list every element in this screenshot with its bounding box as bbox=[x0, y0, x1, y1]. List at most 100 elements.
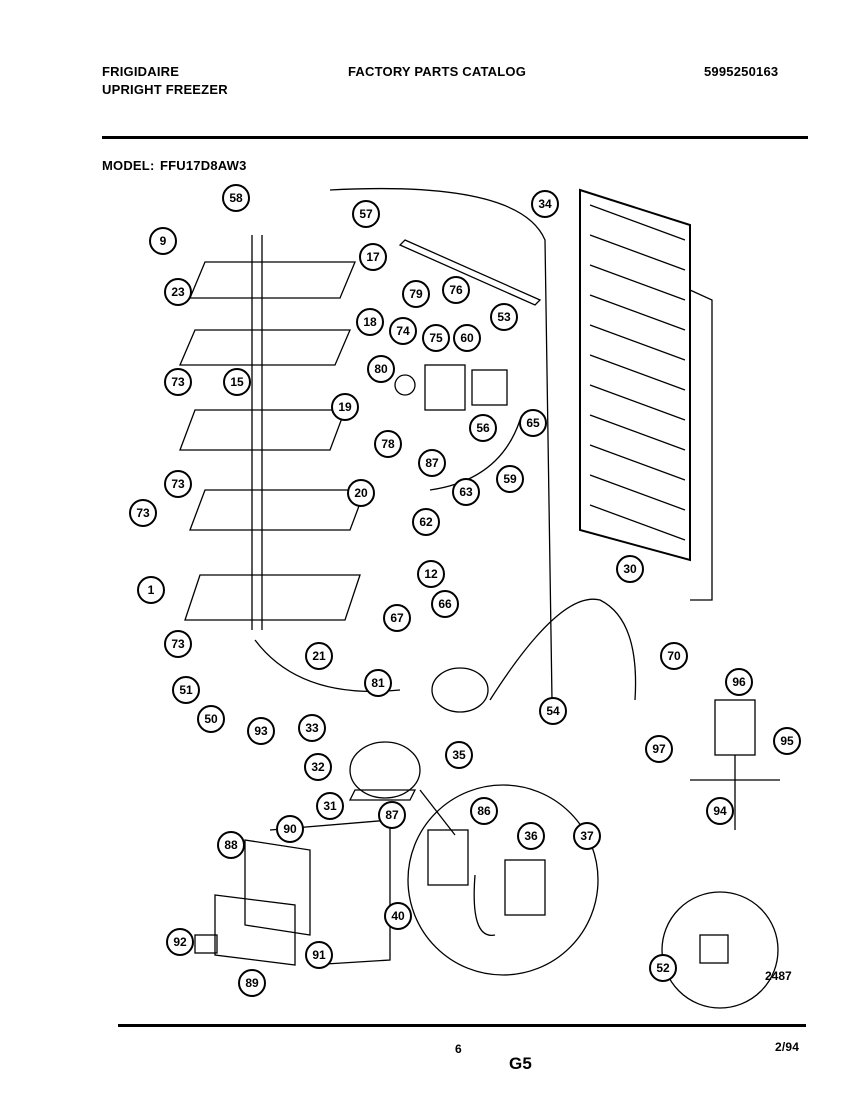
callout-label: 57 bbox=[359, 207, 373, 221]
callout-label: 30 bbox=[623, 562, 637, 576]
callout-circle bbox=[706, 797, 734, 825]
callout-circle bbox=[418, 449, 446, 477]
callout-17: 17 bbox=[359, 243, 387, 271]
callout-label: 23 bbox=[171, 285, 185, 299]
callout-label: 19 bbox=[338, 400, 352, 414]
callout-23: 23 bbox=[164, 278, 192, 306]
callout-label: 93 bbox=[254, 724, 268, 738]
callout-58: 58 bbox=[222, 184, 250, 212]
callout-circle bbox=[197, 705, 225, 733]
callout-circle bbox=[383, 604, 411, 632]
callout-circle bbox=[417, 560, 445, 588]
callout-32: 32 bbox=[304, 753, 332, 781]
section-code: G5 bbox=[509, 1054, 533, 1073]
callout-label: 53 bbox=[497, 310, 511, 324]
callout-circle bbox=[445, 741, 473, 769]
callout-97: 97 bbox=[645, 735, 673, 763]
callout-52: 52 bbox=[649, 954, 677, 982]
callout-74: 74 bbox=[389, 317, 417, 345]
callout-label: 79 bbox=[409, 287, 423, 301]
callout-circle bbox=[374, 430, 402, 458]
callout-label: 86 bbox=[477, 804, 491, 818]
diagram-lines bbox=[179, 187, 780, 1009]
callout-label: 81 bbox=[371, 676, 385, 690]
callout-19: 19 bbox=[331, 393, 359, 421]
callout-73: 73 bbox=[164, 470, 192, 498]
callout-circle bbox=[442, 276, 470, 304]
callout-circle bbox=[402, 280, 430, 308]
callout-label: 66 bbox=[438, 597, 452, 611]
brand: FRIGIDAIRE bbox=[102, 64, 180, 79]
callout-circle bbox=[645, 735, 673, 763]
drawing-number: 2487 bbox=[765, 969, 792, 983]
model-label: MODEL: bbox=[102, 158, 155, 173]
callout-circle bbox=[298, 714, 326, 742]
callout-87: 87 bbox=[418, 449, 446, 477]
callout-1: 1 bbox=[137, 576, 165, 604]
callout-circle bbox=[331, 393, 359, 421]
callout-label: 65 bbox=[526, 416, 540, 430]
callout-circle bbox=[356, 308, 384, 336]
callout-label: 73 bbox=[171, 637, 185, 651]
callout-circle bbox=[539, 697, 567, 725]
callout-circle bbox=[531, 190, 559, 218]
callout-circle bbox=[389, 317, 417, 345]
callout-circle bbox=[490, 303, 518, 331]
callout-50: 50 bbox=[197, 705, 225, 733]
callout-circle bbox=[172, 676, 200, 704]
callout-circle bbox=[422, 324, 450, 352]
revision-date: 2/94 bbox=[775, 1040, 800, 1054]
callout-label: 56 bbox=[476, 421, 490, 435]
callout-67: 67 bbox=[383, 604, 411, 632]
callout-label: 36 bbox=[524, 829, 538, 843]
callout-66: 66 bbox=[431, 590, 459, 618]
callout-label: 18 bbox=[363, 315, 377, 329]
callout-label: 92 bbox=[173, 935, 187, 949]
callout-label: 32 bbox=[311, 760, 325, 774]
callout-circle bbox=[149, 227, 177, 255]
callout-15: 15 bbox=[223, 368, 251, 396]
callout-56: 56 bbox=[469, 414, 497, 442]
callout-31: 31 bbox=[316, 792, 344, 820]
callout-20: 20 bbox=[347, 479, 375, 507]
callout-circle bbox=[223, 368, 251, 396]
callout-label: 94 bbox=[713, 804, 727, 818]
callout-86: 86 bbox=[470, 797, 498, 825]
callout-73: 73 bbox=[164, 630, 192, 658]
callout-88: 88 bbox=[217, 831, 245, 859]
callout-label: 52 bbox=[656, 961, 670, 975]
callout-label: 80 bbox=[374, 362, 388, 376]
callout-label: 34 bbox=[538, 197, 552, 211]
callout-label: 67 bbox=[390, 611, 404, 625]
callout-circle bbox=[316, 792, 344, 820]
callout-label: 12 bbox=[424, 567, 438, 581]
callout-92: 92 bbox=[166, 928, 194, 956]
callout-label: 40 bbox=[391, 909, 405, 923]
callout-93: 93 bbox=[247, 717, 275, 745]
callout-53: 53 bbox=[490, 303, 518, 331]
callout-label: 21 bbox=[312, 649, 326, 663]
callout-circle bbox=[304, 753, 332, 781]
callout-circle bbox=[470, 797, 498, 825]
callout-label: 91 bbox=[312, 948, 326, 962]
callout-76: 76 bbox=[442, 276, 470, 304]
callout-circle bbox=[347, 479, 375, 507]
callout-96: 96 bbox=[725, 668, 753, 696]
callout-circle bbox=[305, 941, 333, 969]
callout-circle bbox=[276, 815, 304, 843]
callout-label: 1 bbox=[148, 583, 155, 597]
callout-35: 35 bbox=[445, 741, 473, 769]
callout-79: 79 bbox=[402, 280, 430, 308]
callout-circle bbox=[496, 465, 524, 493]
callout-circle bbox=[164, 470, 192, 498]
callout-63: 63 bbox=[452, 478, 480, 506]
callout-81: 81 bbox=[364, 669, 392, 697]
callout-circle bbox=[222, 184, 250, 212]
callout-91: 91 bbox=[305, 941, 333, 969]
callout-label: 9 bbox=[160, 234, 167, 248]
catalog-number: 5995250163 bbox=[704, 64, 779, 79]
callout-label: 78 bbox=[381, 437, 395, 451]
callout-circle bbox=[359, 243, 387, 271]
callout-12: 12 bbox=[417, 560, 445, 588]
